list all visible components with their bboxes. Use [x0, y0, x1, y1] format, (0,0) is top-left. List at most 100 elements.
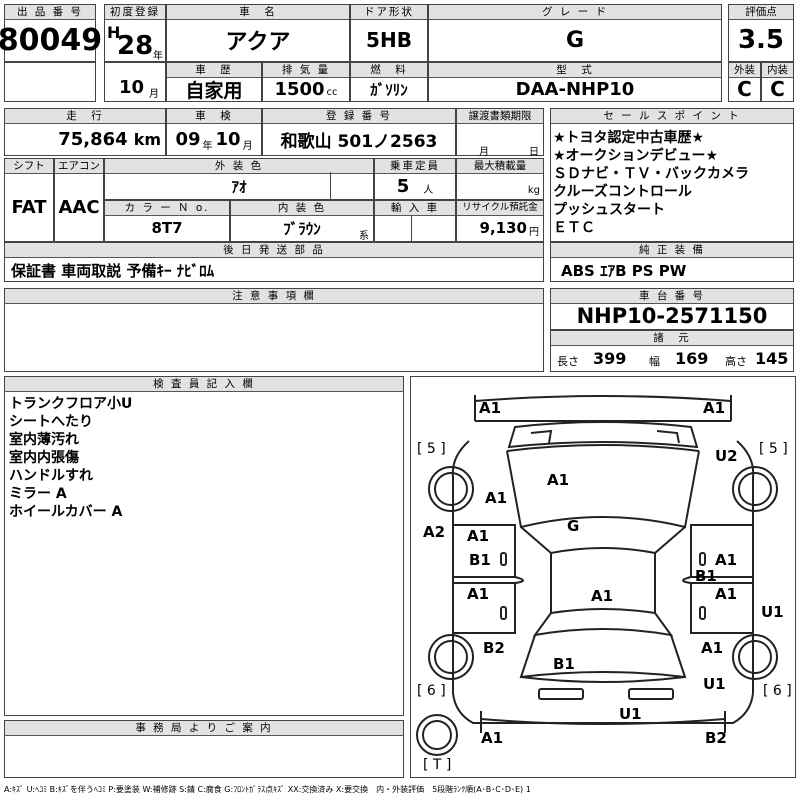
capacity-unit: 人 [423, 185, 434, 196]
chassis-label: 車 台 番 号 [551, 289, 793, 304]
inspector-panel: 検 査 員 記 入 欄 トランクフロア小U シートへたり 室内薄汚れ 室内内張傷… [4, 376, 404, 716]
int-score: C [770, 77, 785, 101]
model-code-label: 型 式 [429, 63, 721, 78]
dims-label: 諸 元 [551, 331, 793, 346]
damage-mark: B1 [469, 551, 491, 569]
damage-mark: A1 [591, 587, 614, 605]
inspector-item: シートへたり [9, 414, 93, 430]
inspection-year-unit: 年 [202, 141, 213, 152]
sales-point-item: ★トヨタ認定中古車歴★ [553, 130, 705, 146]
notes-label: 注 意 事 項 欄 [5, 289, 543, 304]
shift-value: FAT [11, 196, 47, 218]
damage-mark: U1 [703, 675, 726, 693]
door-cell: ドア形状 5HB [350, 4, 428, 62]
inspector-item: ミラー A [9, 486, 67, 502]
grade-label: グ レ ー ド [429, 5, 721, 20]
tire-front-left: [ 5 ] [417, 441, 446, 457]
length-value: 399 [593, 349, 627, 368]
sales-point-item: ＥＴＣ [553, 220, 595, 236]
max-load-unit: kg [527, 185, 540, 196]
legend-footer: A:ｷｽﾞ U:ﾍｺﾐ B:ｷｽﾞを伴うﾍｺﾐ P:要塗装 W:補修跡 S:錆 … [4, 785, 531, 794]
damage-mark: U1 [761, 603, 784, 621]
tire-rear-right: [ 6 ] [763, 683, 792, 699]
damage-mark: A1 [703, 399, 726, 417]
sales-points-list: ★トヨタ認定中古車歴★ ★オークションデビュー★ ＳＤナビ・ＴＶ・バックカメラ … [553, 129, 749, 237]
import-cell: 輸 入 車 [374, 200, 456, 242]
tire-front-right: [ 5 ] [759, 441, 788, 457]
reg-number-label: 登 録 番 号 [263, 109, 455, 124]
damage-mark: U2 [715, 447, 738, 465]
capacity-label: 乗車定員 [375, 159, 455, 174]
model-code: DAA-NHP10 [515, 78, 635, 100]
chassis-number: NHP10-2571150 [576, 304, 768, 328]
fuel-value: ｶﾞｿﾘﾝ [370, 80, 408, 99]
first-reg-era: H [107, 23, 121, 42]
damage-mark: A1 [467, 527, 490, 545]
inspection-year: 09 [175, 128, 201, 150]
import-label: 輸 入 車 [375, 201, 455, 216]
damage-mark: B1 [553, 655, 575, 673]
fuel-label: 燃 料 [351, 63, 427, 78]
ext-color-label: 外 装 色 [105, 159, 373, 174]
reg-number: 和歌山 501ノ2563 [280, 131, 438, 152]
car-outline [416, 395, 778, 756]
lot-number-label: 出 品 番 号 [5, 5, 95, 20]
later-parts-value: 保証書 車両取説 予備ｷｰ ﾅﾋﾞﾛﾑ [11, 262, 215, 280]
int-score-cell: 内装 C [761, 62, 794, 102]
width-label: 幅 [649, 355, 660, 368]
genuine-equip-label: 純 正 装 備 [551, 243, 793, 258]
damage-mark: G [567, 517, 580, 535]
sales-point-item: ＳＤナビ・ＴＶ・バックカメラ [553, 166, 749, 182]
int-color: ﾌﾞﾗｳﾝ [283, 219, 321, 238]
sales-points-panel: セ ー ル ス ポ イ ン ト ★トヨタ認定中古車歴★ ★オークションデビュー★… [550, 108, 794, 242]
damage-mark: A1 [479, 399, 502, 417]
grade-cell: グ レ ー ド G [428, 4, 722, 62]
int-color-cell: 内 装 色 ﾌﾞﾗｳﾝ 系 [230, 200, 374, 242]
car-name-label: 車 名 [167, 5, 349, 20]
inspection-label: 車 検 [167, 109, 261, 124]
damage-mark: A1 [485, 489, 508, 507]
reg-number-cell: 登 録 番 号 和歌山 501ノ2563 [262, 108, 456, 156]
inspector-item: 室内内張傷 [9, 450, 79, 466]
color-no-label: カ ラ ー Ｎ o. [105, 201, 229, 216]
car-name-cell: 車 名 アクア [166, 4, 350, 62]
ext-color-cell: 外 装 色 ｱｵ [104, 158, 374, 200]
chassis-cell: 車 台 番 号 NHP10-2571150 [550, 288, 794, 330]
door-label: ドア形状 [351, 5, 427, 20]
inspector-label: 検 査 員 記 入 欄 [5, 377, 403, 392]
damage-mark: A2 [423, 523, 446, 541]
ext-score: C [737, 77, 752, 101]
damage-mark: B1 [695, 567, 717, 585]
sales-points-label: セ ー ル ス ポ イ ン ト [551, 109, 793, 124]
sales-point-item: ★オークションデビュー★ [553, 148, 719, 164]
damage-mark: A1 [701, 639, 724, 657]
sales-point-item: プッシュスタート [553, 202, 665, 218]
color-no: 8T7 [151, 219, 183, 237]
displacement-unit: cc [326, 87, 338, 98]
lot-number-cell: 出 品 番 号 80049 [0, 4, 102, 62]
int-color-unit: 系 [359, 231, 369, 242]
fuel-cell: 燃 料 ｶﾞｿﾘﾝ [350, 62, 428, 102]
inspector-item: 室内薄汚れ [9, 432, 79, 448]
inspector-list: トランクフロア小U シートへたり 室内薄汚れ 室内内張傷 ハンドルすれ ミラー … [9, 395, 132, 521]
int-score-label: 内装 [762, 63, 793, 78]
damage-mark: U1 [619, 705, 642, 723]
car-name: アクア [225, 30, 291, 55]
first-reg-month-unit: 月 [149, 89, 159, 100]
height-value: 145 [755, 349, 789, 368]
lot-blank-cell [4, 62, 96, 102]
history-cell: 車 歴 自家用 [166, 62, 262, 102]
damage-diagram: [ 5 ] [ 5 ] [ 6 ] [ 6 ] [ T ] A1 A1 U2 A… [410, 376, 796, 778]
genuine-equip-value: ABS ｴｱB PS PW [561, 262, 687, 280]
first-reg-year-unit: 年 [153, 51, 163, 62]
int-color-label: 内 装 色 [231, 201, 373, 216]
color-no-cell: カ ラ ー Ｎ o. 8T7 [104, 200, 230, 242]
mileage-label: 走 行 [5, 109, 165, 124]
capacity-value: 5 [396, 175, 410, 197]
ext-color: ｱｵ [231, 177, 247, 196]
score-label: 評価点 [729, 5, 793, 20]
history-value: 自家用 [185, 79, 243, 102]
first-reg-year: 28 [117, 31, 154, 61]
